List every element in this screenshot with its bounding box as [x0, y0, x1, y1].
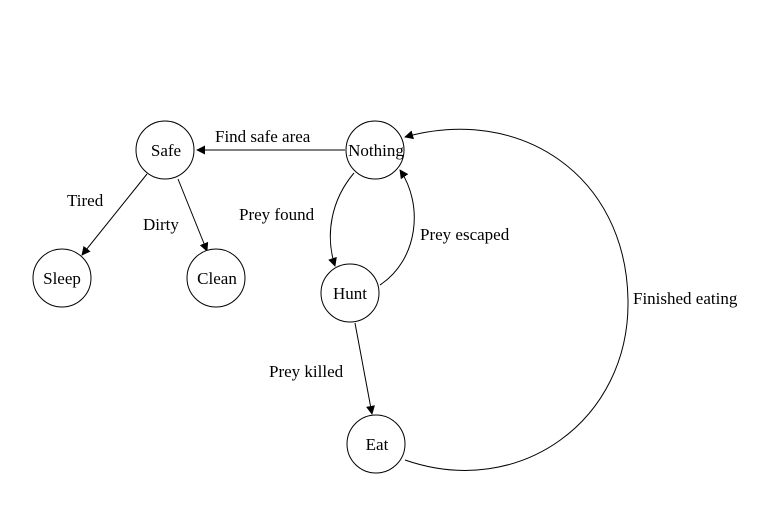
edge-label-tired: Tired — [67, 191, 104, 210]
node-clean-circle — [186, 248, 246, 308]
node-clean-label: Clean — [197, 269, 237, 288]
edge-dirty — [177, 178, 209, 252]
edge-label-dirty: Dirty — [143, 215, 179, 234]
edge-prey-escaped — [379, 169, 415, 286]
edge-label-prey-found: Prey found — [239, 205, 315, 224]
node-hunt-circle — [320, 263, 380, 323]
node-sleep-label: Sleep — [43, 269, 81, 288]
edge-prey-found — [328, 172, 355, 267]
edge-finished-eating — [404, 128, 629, 471]
node-eat-circle — [346, 414, 406, 474]
edge-label-prey-killed: Prey killed — [269, 362, 344, 381]
node-nothing-circle — [345, 120, 405, 180]
node-nothing-label: Nothing — [348, 141, 404, 160]
node-safe-circle — [135, 120, 195, 180]
edge-label-find-safe-area: Find safe area — [215, 127, 311, 146]
edge-label-finished-eating: Finished eating — [633, 289, 738, 308]
edge-label-prey-escaped: Prey escaped — [420, 225, 510, 244]
node-eat-label: Eat — [366, 435, 389, 454]
edge-prey-killed — [354, 322, 375, 415]
node-safe-label: Safe — [151, 141, 181, 160]
node-hunt-label: Hunt — [333, 284, 367, 303]
node-sleep-circle — [32, 248, 92, 308]
edge-tired — [81, 173, 148, 256]
